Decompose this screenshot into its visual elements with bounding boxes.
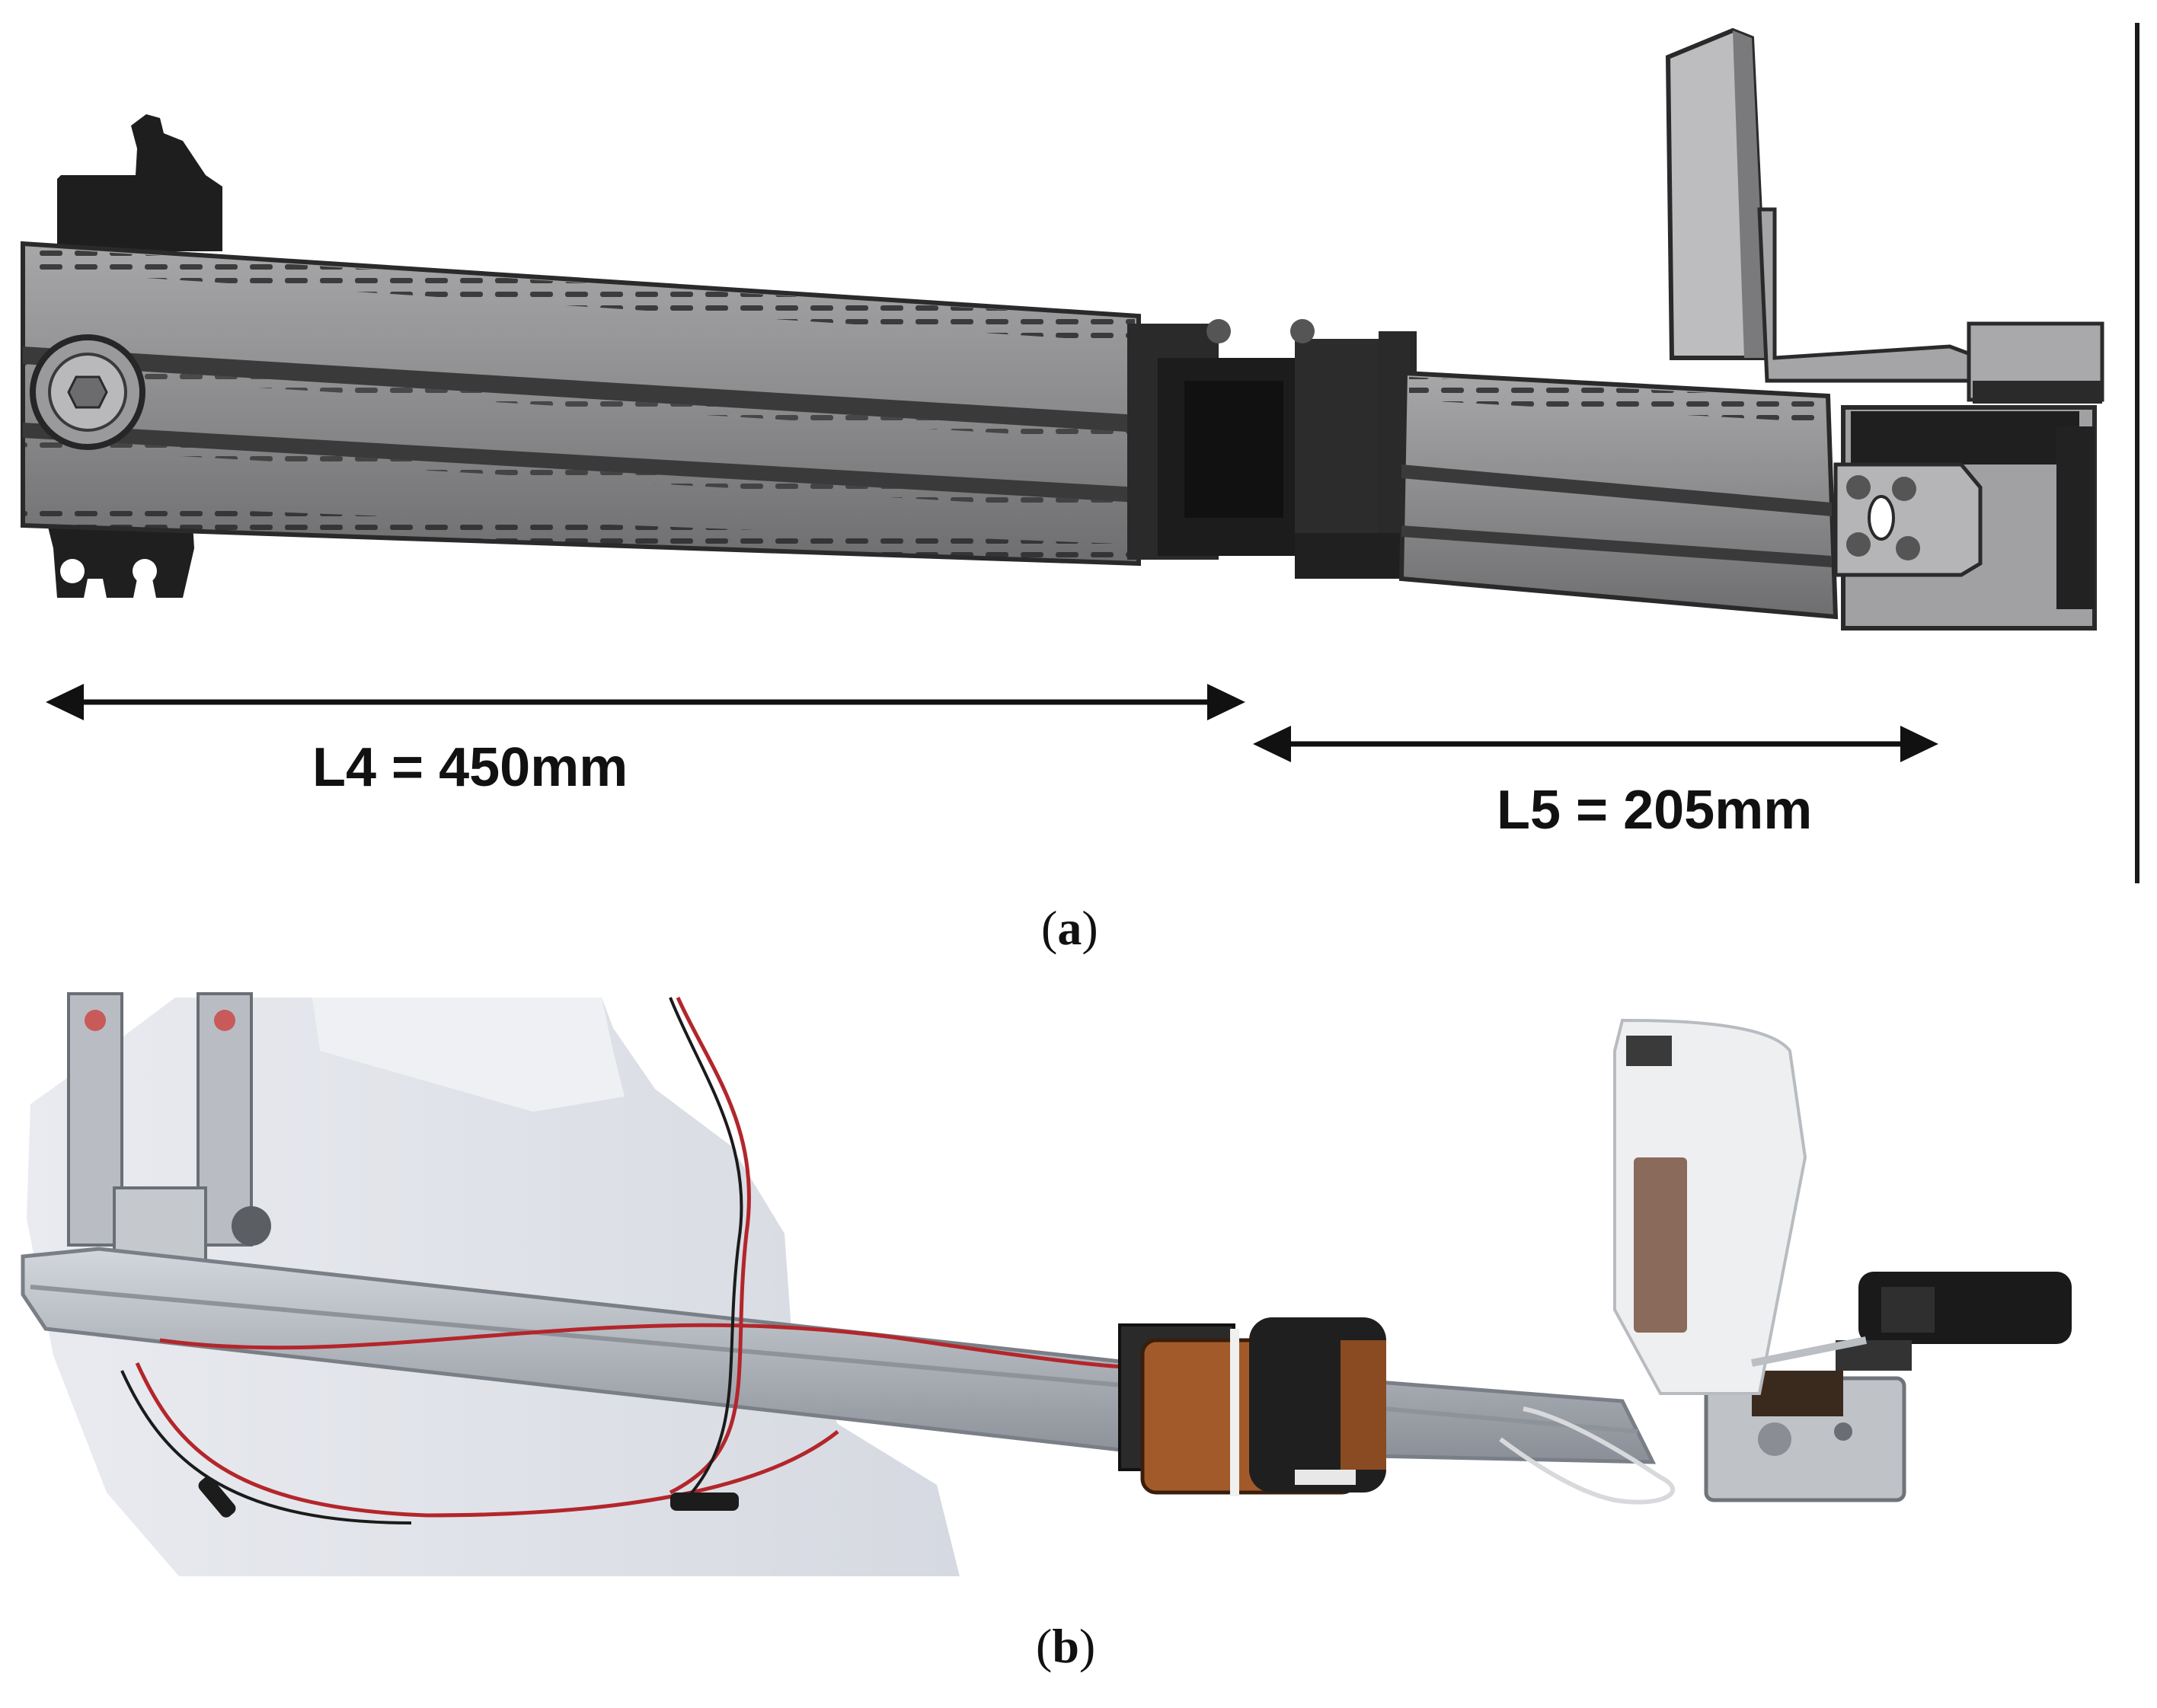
caption-panel-a: (a): [1041, 900, 1098, 956]
panel-b-photo: [21, 992, 2072, 1576]
label-l5-length: L5 = 205mm: [1497, 780, 1812, 841]
mannequin-neck: [312, 998, 625, 1112]
shoulder-brackets: [67, 992, 271, 1273]
link-l5-profile: [1398, 370, 1839, 620]
shoulder-pivot-bolt: [30, 334, 145, 450]
dimension-arrow-l4: [46, 684, 1245, 720]
wire-connector-right: [670, 1493, 739, 1511]
label-l4-length: L4 = 450mm: [312, 737, 628, 798]
clamp-hole-left: [60, 559, 85, 583]
wrist-servo-block: [1833, 405, 2097, 631]
clamp-hole-right: [133, 559, 157, 583]
black-sensor-module: [1751, 1272, 2072, 1371]
shoulder-mount-block: [57, 114, 222, 251]
panel-a-cad-drawing: L4 = 450mm L5 = 205mm: [21, 23, 2139, 883]
wrist-servo-photo: [1499, 1371, 1906, 1505]
caption-a-open: (: [1041, 901, 1058, 955]
end-effector-housing: [1665, 27, 2104, 404]
wire-connector-left: [198, 1477, 236, 1518]
end-effector-white-housing: [1613, 1018, 1807, 1395]
caption-b-close: ): [1078, 1619, 1096, 1673]
elbow-servo-photo: [1118, 1317, 1386, 1496]
caption-a-close: ): [1082, 901, 1098, 955]
caption-a-letter: a: [1057, 901, 1082, 955]
caption-b-open: (: [1036, 1619, 1053, 1673]
elbow-servo-assembly: [1127, 319, 1417, 579]
dimension-arrow-l5: [1253, 726, 1938, 762]
caption-b-letter: b: [1052, 1619, 1079, 1673]
mannequin-torso: [27, 998, 960, 1576]
link-l4-profile: [21, 241, 1141, 567]
caption-panel-b: (b): [1036, 1618, 1095, 1674]
